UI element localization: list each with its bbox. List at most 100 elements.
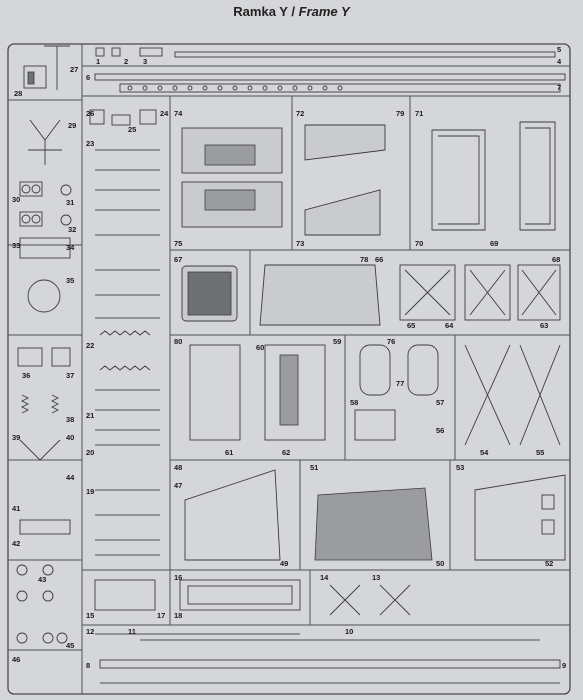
part-2 — [111, 47, 121, 57]
part-5-bar — [174, 51, 556, 58]
part-label-18: 18 — [174, 611, 182, 620]
part-label-43: 43 — [38, 575, 46, 584]
part-label-13: 13 — [372, 573, 380, 582]
part-56 — [354, 409, 396, 441]
part-60 — [189, 344, 241, 441]
part-label-44: 44 — [66, 473, 75, 482]
part-label-37: 37 — [66, 371, 74, 380]
part-label-56: 56 — [436, 426, 444, 435]
part-18 — [179, 579, 301, 611]
part-label-17: 17 — [157, 611, 165, 620]
part-label-24: 24 — [160, 109, 169, 118]
part-label-52: 52 — [545, 559, 553, 568]
part-label-2: 2 — [124, 57, 128, 66]
part-50 — [314, 487, 433, 561]
part-label-15: 15 — [86, 611, 94, 620]
part-3 — [139, 47, 163, 57]
part-label-28: 28 — [14, 89, 22, 98]
part-label-20: 20 — [86, 448, 94, 457]
part-label-42: 42 — [12, 539, 20, 548]
part-28 — [23, 65, 47, 89]
part-label-4: 4 — [557, 57, 562, 66]
part-label-33: 33 — [12, 241, 20, 250]
part-42 — [19, 519, 71, 535]
part-label-9: 9 — [562, 661, 566, 670]
part-label-77: 77 — [396, 379, 404, 388]
part-72 — [304, 124, 386, 161]
part-24 — [139, 109, 157, 125]
part-1 — [95, 47, 105, 57]
part-label-8: 8 — [86, 661, 90, 670]
part-38-springs — [20, 394, 60, 414]
part-label-67: 67 — [174, 255, 182, 264]
part-25 — [111, 114, 131, 126]
part-label-51: 51 — [310, 463, 318, 472]
part-label-72: 72 — [296, 109, 304, 118]
part-label-31: 31 — [66, 198, 74, 207]
part-label-39: 39 — [12, 433, 20, 442]
part-label-62: 62 — [282, 448, 290, 457]
part-30-wheels — [19, 181, 72, 227]
part-label-64: 64 — [445, 321, 454, 330]
part-label-14: 14 — [320, 573, 329, 582]
part-label-11: 11 — [128, 627, 136, 636]
part-58 — [407, 344, 439, 396]
part-label-68: 68 — [552, 255, 560, 264]
part-number-labels: 1 2 3 4 5 6 7 8 9 10 11 12 13 14 15 16 1… — [12, 45, 566, 670]
part-26 — [89, 109, 105, 125]
part-39 — [19, 439, 61, 461]
part-label-66: 66 — [375, 255, 383, 264]
part-label-53: 53 — [456, 463, 464, 472]
part-73 — [304, 189, 381, 236]
part-label-22: 22 — [86, 341, 94, 350]
part-69 — [519, 121, 556, 231]
part-label-19: 19 — [86, 487, 94, 496]
part-label-69: 69 — [490, 239, 498, 248]
part-15 — [94, 579, 156, 611]
part-54 — [464, 344, 511, 446]
part-29 — [28, 119, 62, 165]
part-35 — [27, 279, 61, 313]
rod-parts-column — [95, 149, 160, 556]
part-59 — [264, 344, 326, 441]
part-label-30: 30 — [12, 195, 20, 204]
part-53-vents — [541, 494, 555, 535]
part-label-48: 48 — [174, 463, 182, 472]
part-66 — [259, 264, 381, 326]
part-27 — [44, 45, 70, 90]
part-label-49: 49 — [280, 559, 288, 568]
part-label-63: 63 — [540, 321, 548, 330]
part-label-38: 38 — [66, 415, 74, 424]
part-label-34: 34 — [66, 243, 75, 252]
part-label-7: 7 — [557, 83, 561, 92]
part-label-12: 12 — [86, 627, 94, 636]
part-label-71: 71 — [415, 109, 423, 118]
part-label-23: 23 — [86, 139, 94, 148]
part-label-73: 73 — [296, 239, 304, 248]
part-label-36: 36 — [22, 371, 30, 380]
part-34 — [19, 237, 71, 259]
title-separator: / — [291, 4, 295, 19]
part-label-29: 29 — [68, 121, 76, 130]
part-label-59: 59 — [333, 337, 341, 346]
part-label-70: 70 — [415, 239, 423, 248]
part-label-1: 1 — [96, 57, 100, 66]
part-label-74: 74 — [174, 109, 183, 118]
part-label-60: 60 — [256, 343, 264, 352]
part-55 — [519, 344, 561, 446]
part-9-bar — [99, 659, 561, 669]
part-label-10: 10 — [345, 627, 353, 636]
part-7-perforated-bar — [119, 83, 561, 93]
part-52 — [474, 474, 566, 561]
part-13 — [379, 584, 411, 616]
part-14 — [329, 584, 361, 616]
part-label-6: 6 — [86, 73, 90, 82]
part-37 — [51, 347, 71, 367]
part-label-55: 55 — [536, 448, 544, 457]
part-label-78: 78 — [360, 255, 368, 264]
part-63-65-brackets — [399, 264, 561, 321]
part-label-50: 50 — [436, 559, 444, 568]
part-label-79: 79 — [396, 109, 404, 118]
part-label-61: 61 — [225, 448, 233, 457]
